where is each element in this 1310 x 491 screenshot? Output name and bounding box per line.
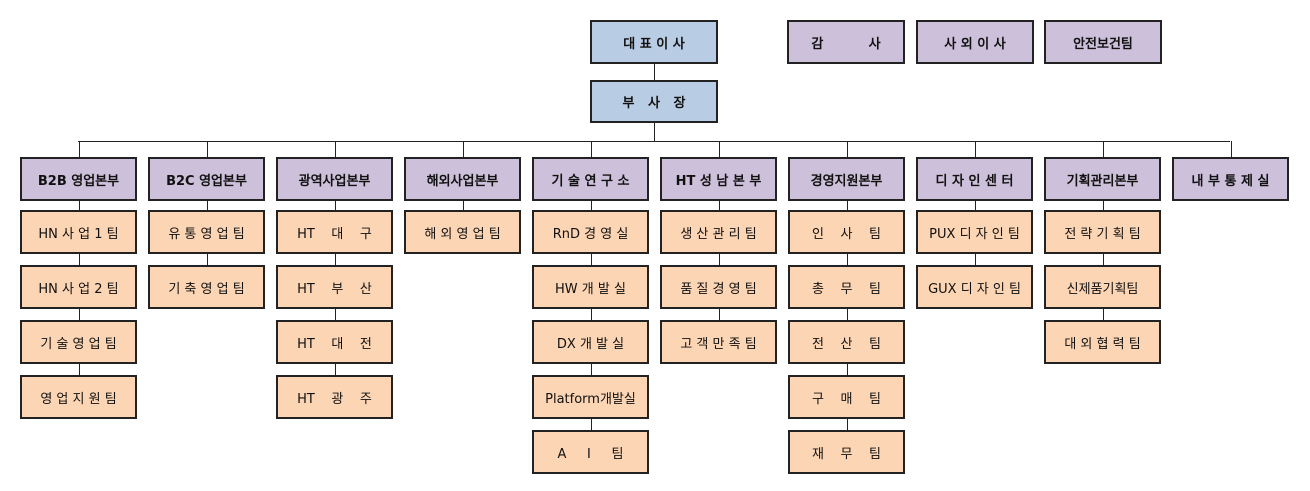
team-connector-6-4 bbox=[847, 419, 848, 430]
team-box-5-1: 품 질 경 영 팀 bbox=[660, 265, 777, 309]
division-drop-1 bbox=[207, 141, 208, 157]
division-drop-6 bbox=[847, 141, 848, 157]
team-connector-2-2 bbox=[335, 309, 336, 320]
division-drop-8 bbox=[1103, 141, 1104, 157]
side-box-0: 감 사 bbox=[787, 20, 905, 64]
team-connector-0-0 bbox=[79, 201, 80, 210]
division-header-7: 디 자 인 센 터 bbox=[916, 157, 1033, 201]
team-box-8-1: 신제품기획팀 bbox=[1044, 265, 1161, 309]
team-connector-0-1 bbox=[79, 254, 80, 265]
team-connector-7-0 bbox=[975, 201, 976, 210]
team-connector-8-2 bbox=[1103, 309, 1104, 320]
team-box-8-2: 대 외 협 력 팀 bbox=[1044, 320, 1161, 364]
ceo-vp-connector bbox=[654, 64, 655, 80]
team-box-6-0: 인 사 팀 bbox=[788, 210, 905, 254]
team-connector-4-1 bbox=[591, 254, 592, 265]
division-header-8: 기획관리본부 bbox=[1044, 157, 1161, 201]
team-box-5-0: 생 산 관 리 팀 bbox=[660, 210, 777, 254]
team-box-4-0: RnD 경 영 실 bbox=[532, 210, 649, 254]
division-header-5: HT 성 남 본 부 bbox=[660, 157, 777, 201]
team-box-7-0: PUX 디 자 인 팀 bbox=[916, 210, 1033, 254]
team-connector-4-0 bbox=[591, 201, 592, 210]
division-header-2: 광역사업본부 bbox=[276, 157, 393, 201]
team-connector-2-0 bbox=[335, 201, 336, 210]
team-box-2-3: HT 광 주 bbox=[276, 375, 393, 419]
team-connector-6-1 bbox=[847, 254, 848, 265]
team-connector-6-3 bbox=[847, 364, 848, 375]
team-box-0-3: 영 업 지 원 팀 bbox=[20, 375, 137, 419]
team-box-6-2: 전 산 팀 bbox=[788, 320, 905, 364]
division-drop-3 bbox=[463, 141, 464, 157]
division-drop-2 bbox=[335, 141, 336, 157]
team-box-5-2: 고 객 만 족 팀 bbox=[660, 320, 777, 364]
division-header-3: 해외사업본부 bbox=[404, 157, 521, 201]
team-box-2-2: HT 대 전 bbox=[276, 320, 393, 364]
team-box-4-1: HW 개 발 실 bbox=[532, 265, 649, 309]
team-connector-4-2 bbox=[591, 309, 592, 320]
team-connector-0-2 bbox=[79, 309, 80, 320]
team-box-6-1: 총 무 팀 bbox=[788, 265, 905, 309]
team-connector-5-2 bbox=[719, 309, 720, 320]
division-header-0: B2B 영업본부 bbox=[20, 157, 137, 201]
team-connector-8-1 bbox=[1103, 254, 1104, 265]
division-header-4: 기 술 연 구 소 bbox=[532, 157, 649, 201]
team-connector-0-3 bbox=[79, 364, 80, 375]
division-drop-9 bbox=[1231, 141, 1232, 157]
division-bus-line bbox=[78, 141, 1230, 142]
vp-box: 부 사 장 bbox=[590, 80, 718, 123]
team-box-8-0: 전 략 기 획 팀 bbox=[1044, 210, 1161, 254]
team-connector-2-3 bbox=[335, 364, 336, 375]
team-box-2-0: HT 대 구 bbox=[276, 210, 393, 254]
team-connector-4-4 bbox=[591, 419, 592, 430]
team-connector-2-1 bbox=[335, 254, 336, 265]
division-drop-4 bbox=[591, 141, 592, 157]
team-box-6-3: 구 매 팀 bbox=[788, 375, 905, 419]
division-drop-7 bbox=[975, 141, 976, 157]
division-header-1: B2C 영업본부 bbox=[148, 157, 265, 201]
team-connector-5-1 bbox=[719, 254, 720, 265]
division-drop-5 bbox=[719, 141, 720, 157]
team-connector-8-0 bbox=[1103, 201, 1104, 210]
side-box-1: 사 외 이 사 bbox=[916, 20, 1034, 64]
team-box-7-1: GUX 디 자 인 팀 bbox=[916, 265, 1033, 309]
team-box-2-1: HT 부 산 bbox=[276, 265, 393, 309]
division-drop-0 bbox=[79, 141, 80, 157]
team-connector-3-0 bbox=[463, 201, 464, 210]
team-box-0-2: 기 술 영 업 팀 bbox=[20, 320, 137, 364]
team-connector-6-0 bbox=[847, 201, 848, 210]
team-box-1-1: 기 축 영 업 팀 bbox=[148, 265, 265, 309]
team-box-0-0: HN 사 업 1 팀 bbox=[20, 210, 137, 254]
team-box-4-3: Platform개발실 bbox=[532, 375, 649, 419]
team-connector-4-3 bbox=[591, 364, 592, 375]
team-connector-1-0 bbox=[207, 201, 208, 210]
ceo-box: 대 표 이 사 bbox=[590, 20, 718, 64]
team-connector-7-1 bbox=[975, 254, 976, 265]
team-box-6-4: 재 무 팀 bbox=[788, 430, 905, 474]
side-box-2: 안전보건팀 bbox=[1044, 20, 1162, 64]
vp-down-connector bbox=[654, 123, 655, 141]
team-connector-1-1 bbox=[207, 254, 208, 265]
team-connector-5-0 bbox=[719, 201, 720, 210]
team-box-3-0: 해 외 영 업 팀 bbox=[404, 210, 521, 254]
team-box-1-0: 유 통 영 업 팀 bbox=[148, 210, 265, 254]
division-header-6: 경영지원본부 bbox=[788, 157, 905, 201]
team-box-4-4: A I 팀 bbox=[532, 430, 649, 474]
division-header-9: 내 부 통 제 실 bbox=[1172, 157, 1289, 201]
team-box-4-2: DX 개 발 실 bbox=[532, 320, 649, 364]
team-box-0-1: HN 사 업 2 팀 bbox=[20, 265, 137, 309]
team-connector-6-2 bbox=[847, 309, 848, 320]
